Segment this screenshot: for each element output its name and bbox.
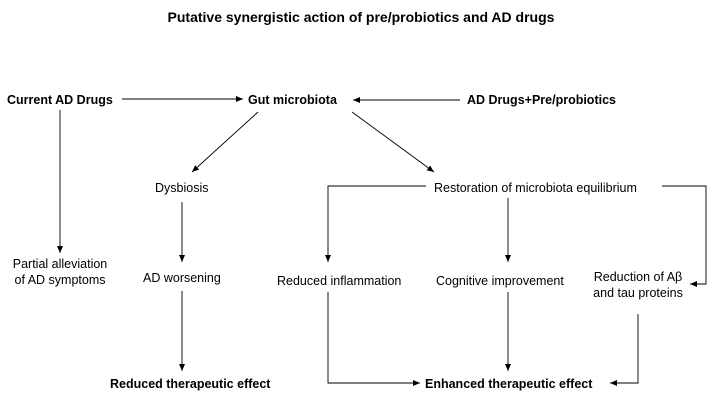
node-reduction-abeta: Reduction of Aβ and tau proteins (584, 269, 692, 301)
diagram-title: Putative synergistic action of pre/probi… (167, 9, 555, 25)
node-reduced-inflammation: Reduced inflammation (277, 274, 402, 288)
node-gut-microbiota: Gut microbiota (248, 93, 337, 107)
node-reduced-therapeutic-effect: Reduced therapeutic effect (110, 377, 271, 391)
node-ad-worsening: AD worsening (143, 271, 221, 285)
edge-reduction-to-enhanced (610, 314, 639, 386)
node-partial-alleviation: Partial alleviation of AD symptoms (4, 256, 116, 288)
node-reduction-line-1: Reduction of Aβ (593, 270, 683, 284)
node-current-ad-drugs: Current AD Drugs (7, 93, 113, 107)
edge-restoration-to-inflammation (325, 185, 426, 262)
edge-gut-to-dysbiosis (191, 111, 259, 173)
node-cognitive-improvement: Cognitive improvement (436, 274, 564, 288)
edge-inflammation-to-enhanced (327, 292, 420, 386)
edge-gut-to-restoration (351, 111, 435, 173)
edge-restoration-to-reduction (662, 185, 707, 287)
node-dysbiosis: Dysbiosis (155, 181, 209, 195)
node-partial-line-2: of AD symptoms (14, 273, 106, 287)
node-partial-line-1: Partial alleviation (12, 257, 108, 271)
node-restoration: Restoration of microbiota equilibrium (434, 181, 637, 195)
node-reduction-line-2: and tau proteins (593, 286, 683, 300)
node-ad-drugs-probiotics: AD Drugs+Pre/probiotics (467, 93, 616, 107)
node-enhanced-therapeutic-effect: Enhanced therapeutic effect (425, 377, 593, 391)
